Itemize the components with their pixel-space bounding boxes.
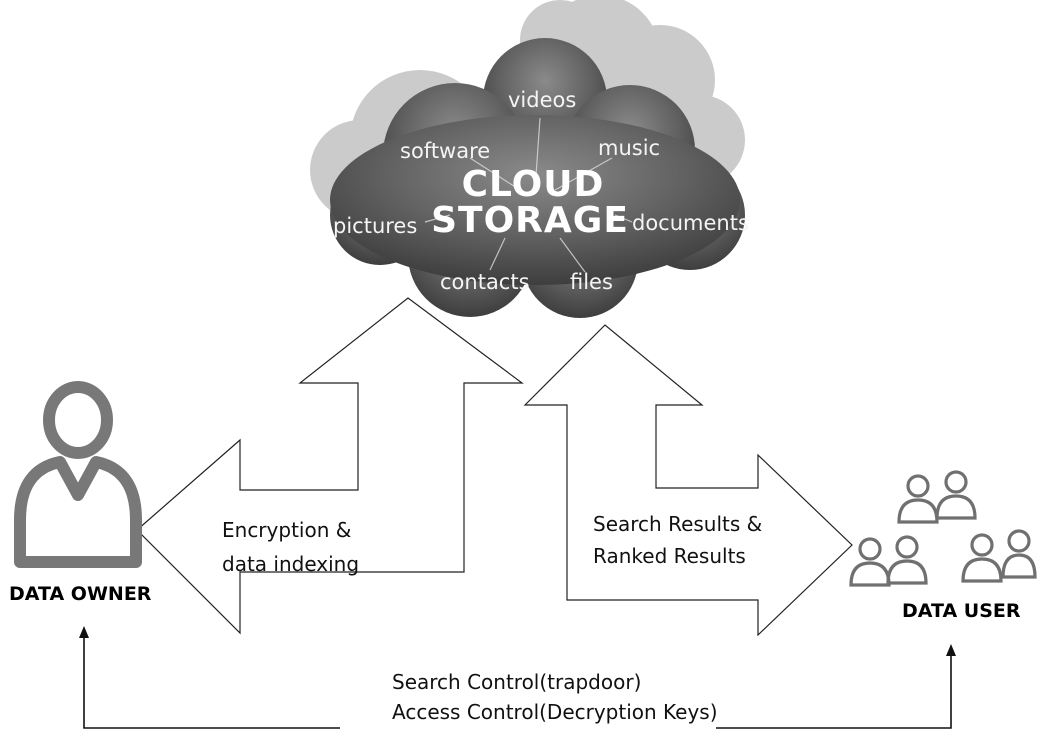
owner-cloud-arrow [136, 297, 524, 635]
owner-control-arrowhead [79, 626, 89, 638]
search-control-label: Search Control(trapdoor) [392, 670, 641, 694]
cloud-spokes [424, 117, 633, 273]
cloud-title-line2: STORAGE [431, 200, 629, 241]
cloud-item-videos: videos [508, 88, 576, 112]
user-control-line [716, 654, 952, 729]
data-user-label: DATA USER [902, 600, 1021, 622]
user-cloud-arrow [523, 324, 853, 637]
owner-arrow-label-line2: data indexing [222, 552, 359, 576]
cloud-item-files: files [570, 270, 613, 294]
owner-control-line [83, 636, 340, 729]
cloud-item-software: software [400, 139, 490, 163]
cloud-item-contacts: contacts [440, 270, 530, 294]
data-user-group-icon [849, 470, 1037, 587]
cloud-item-documents: documents [632, 211, 749, 235]
user-arrow-label-line1: Search Results & [593, 512, 762, 536]
user-control-arrowhead [946, 644, 956, 656]
cloud-storage-icon [330, 38, 745, 318]
cloud-item-pictures: pictures [333, 214, 417, 238]
cloud-item-music: music [598, 136, 660, 160]
data-owner-icon [14, 381, 142, 568]
data-owner-label: DATA OWNER [9, 583, 152, 605]
user-arrow-label-line2: Ranked Results [593, 544, 746, 568]
cloud-title-line1: CLOUD [462, 164, 605, 205]
access-control-label: Access Control(Decryption Keys) [392, 700, 718, 724]
owner-arrow-label-line1: Encryption & [222, 518, 351, 542]
